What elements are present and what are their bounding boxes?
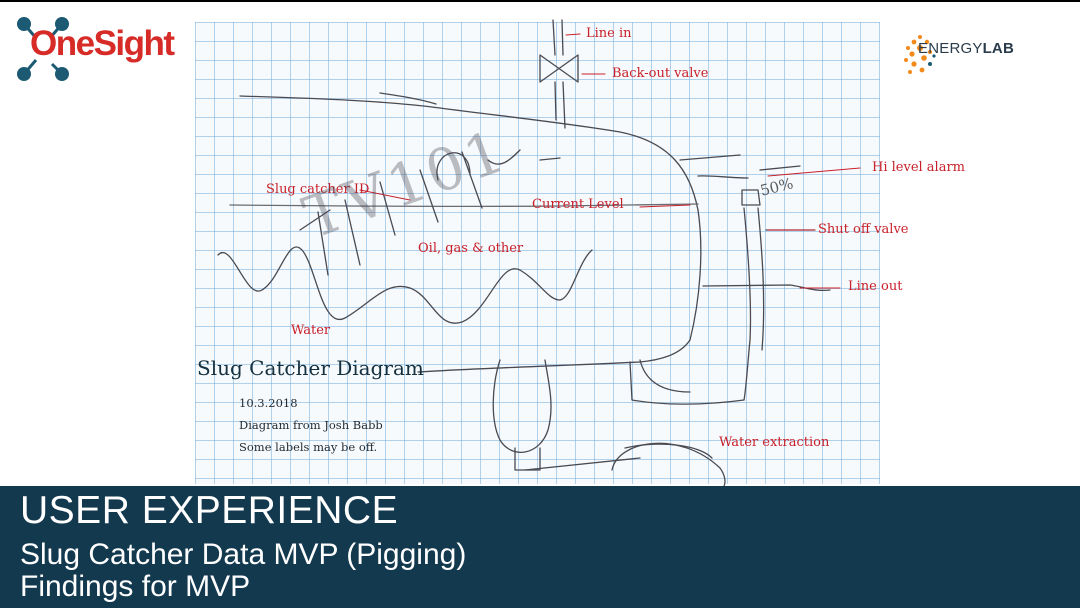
diagram-note-date: 10.3.2018 (239, 396, 298, 410)
boot (492, 359, 552, 453)
right-riser (743, 207, 752, 401)
label-line-in: Line in (586, 26, 632, 41)
vessel-right-end (639, 209, 702, 363)
onesight-logo-text: OneSight (30, 24, 175, 63)
banner-title: USER EXPERIENCE (20, 489, 399, 532)
energylab-logo-text: ENERGYLAB (918, 40, 1014, 57)
diagram-title: Slug Catcher Diagram (197, 356, 424, 380)
footer-banner: USER EXPERIENCE Slug Catcher Data MVP (P… (0, 486, 1080, 608)
water-extraction-bowl (611, 442, 726, 487)
diagram-note-author: Diagram from Josh Babb (239, 418, 383, 432)
top-rule (0, 0, 1080, 2)
diagram-note-disclaimer: Some labels may be off. (239, 440, 378, 454)
energylab-logo-light: ENERGY (918, 40, 983, 57)
onesight-logo-mark (17, 17, 69, 81)
current-level-line (229, 203, 699, 208)
banner-findings: Findings for MVP (20, 570, 251, 603)
label-water: Water (291, 323, 331, 338)
banner-subtitle: Slug Catcher Data MVP (Pigging) (20, 538, 467, 571)
label-slug-catcher-id: Slug catcher ID (266, 182, 370, 197)
vessel-top (239, 95, 699, 211)
inlet-pipe (552, 19, 564, 56)
water-wave (217, 246, 593, 324)
label-oil-gas-other: Oil, gas & other (418, 241, 524, 256)
label-shut-off-valve: Shut off valve (818, 222, 909, 237)
vessel-bottom (417, 361, 641, 373)
label-hi-level-alarm: Hi level alarm (872, 160, 966, 175)
energylab-logo-bold: LAB (982, 40, 1014, 57)
energylab-logo-mark (904, 35, 936, 74)
label-current-level: Current Level (532, 197, 624, 212)
back-out-valve-shape (539, 54, 579, 83)
graph-paper-background (195, 22, 880, 484)
label-water-extraction: Water extraction (719, 435, 830, 450)
label-line-out: Line out (848, 279, 903, 294)
label-back-out-valve: Back-out valve (612, 66, 709, 81)
